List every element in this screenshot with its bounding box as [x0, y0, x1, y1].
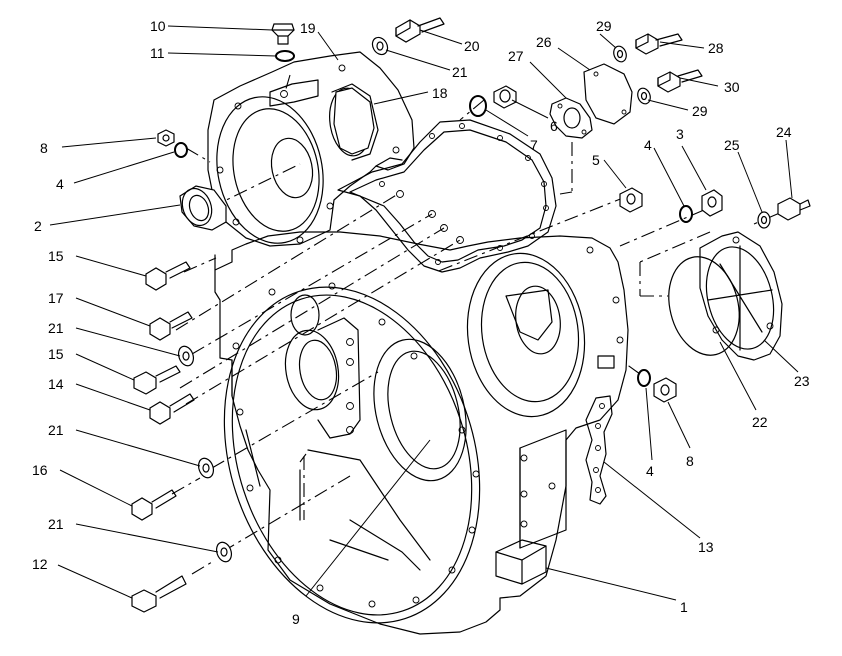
plug-10	[271, 23, 295, 45]
callout-3: 3	[676, 126, 684, 142]
washer-29a	[613, 45, 627, 63]
callout-7: 7	[530, 137, 538, 153]
callout-29a: 29	[596, 18, 612, 34]
bolt-16	[131, 489, 177, 521]
callout-28: 28	[708, 40, 724, 56]
washer-21a	[371, 36, 389, 56]
callout-21b: 21	[48, 320, 64, 336]
callout-6: 6	[550, 118, 558, 134]
bolt-14	[149, 393, 195, 425]
callout-8b: 8	[686, 453, 694, 469]
callout-20: 20	[464, 38, 480, 54]
center-gasket	[337, 119, 557, 273]
plug-8b	[653, 377, 677, 403]
callout-27: 27	[508, 48, 524, 64]
cover-26	[583, 63, 633, 125]
callout-labels: 10 11 19 20 21 18 29 26 27 28 30 29 6 7 …	[32, 18, 810, 627]
callout-12: 12	[32, 556, 48, 572]
callout-4c: 4	[646, 463, 654, 479]
bearing-cup-2	[179, 185, 227, 231]
bolt-15b	[133, 365, 181, 395]
bolt-12	[131, 575, 187, 613]
bolt-24	[777, 197, 811, 221]
washer-21c	[197, 457, 215, 479]
callout-2: 2	[34, 218, 42, 234]
bolt-30	[657, 69, 703, 93]
callout-16: 16	[32, 462, 48, 478]
callout-25: 25	[724, 137, 740, 153]
callout-18: 18	[432, 85, 448, 101]
gasket-22	[668, 256, 740, 356]
callout-22: 22	[752, 414, 768, 430]
plug-3	[701, 189, 723, 217]
callout-26: 26	[536, 34, 552, 50]
callout-24: 24	[776, 124, 792, 140]
callout-21a: 21	[452, 64, 468, 80]
callout-4a: 4	[56, 176, 64, 192]
callout-15a: 15	[48, 248, 64, 264]
bolt-20	[395, 17, 445, 43]
callout-4b: 4	[644, 137, 652, 153]
gasket-strip-13	[585, 395, 613, 505]
callout-19: 19	[300, 20, 316, 36]
callout-10: 10	[150, 18, 166, 34]
callout-23: 23	[794, 373, 810, 389]
callout-29b: 29	[692, 103, 708, 119]
washer-21d	[215, 541, 233, 563]
callout-13: 13	[698, 539, 714, 555]
callout-21d: 21	[48, 516, 64, 532]
o-ring-4c	[637, 369, 651, 387]
flange-bolt-holes	[232, 246, 624, 608]
callout-14: 14	[48, 376, 64, 392]
cover-plate-23	[699, 231, 783, 361]
upper-cover-housing	[207, 51, 415, 247]
nut-8a	[157, 129, 175, 147]
o-ring-4b	[679, 205, 693, 223]
callout-8a: 8	[40, 140, 48, 156]
main-housing	[214, 231, 629, 635]
callout-5: 5	[592, 152, 600, 168]
plug-5	[619, 187, 643, 213]
bolt-17	[149, 311, 193, 341]
assembly-lines	[171, 74, 783, 575]
bolt-15a	[145, 261, 191, 291]
callout-21c: 21	[48, 422, 64, 438]
callout-15b: 15	[48, 346, 64, 362]
gasket-27	[549, 97, 593, 139]
washer-21b	[177, 345, 195, 367]
callout-30: 30	[724, 79, 740, 95]
o-ring-4a	[174, 142, 188, 158]
callout-9: 9	[292, 611, 300, 627]
plug-6	[493, 85, 517, 109]
o-ring-11	[275, 50, 295, 62]
snap-ring-7	[469, 95, 487, 117]
callout-11: 11	[150, 45, 165, 61]
washer-29b	[637, 87, 651, 105]
callout-1: 1	[680, 599, 688, 615]
leader-lines	[49, 25, 799, 601]
washer-25	[757, 211, 771, 229]
seal-18	[333, 87, 375, 155]
callout-17: 17	[48, 290, 64, 306]
